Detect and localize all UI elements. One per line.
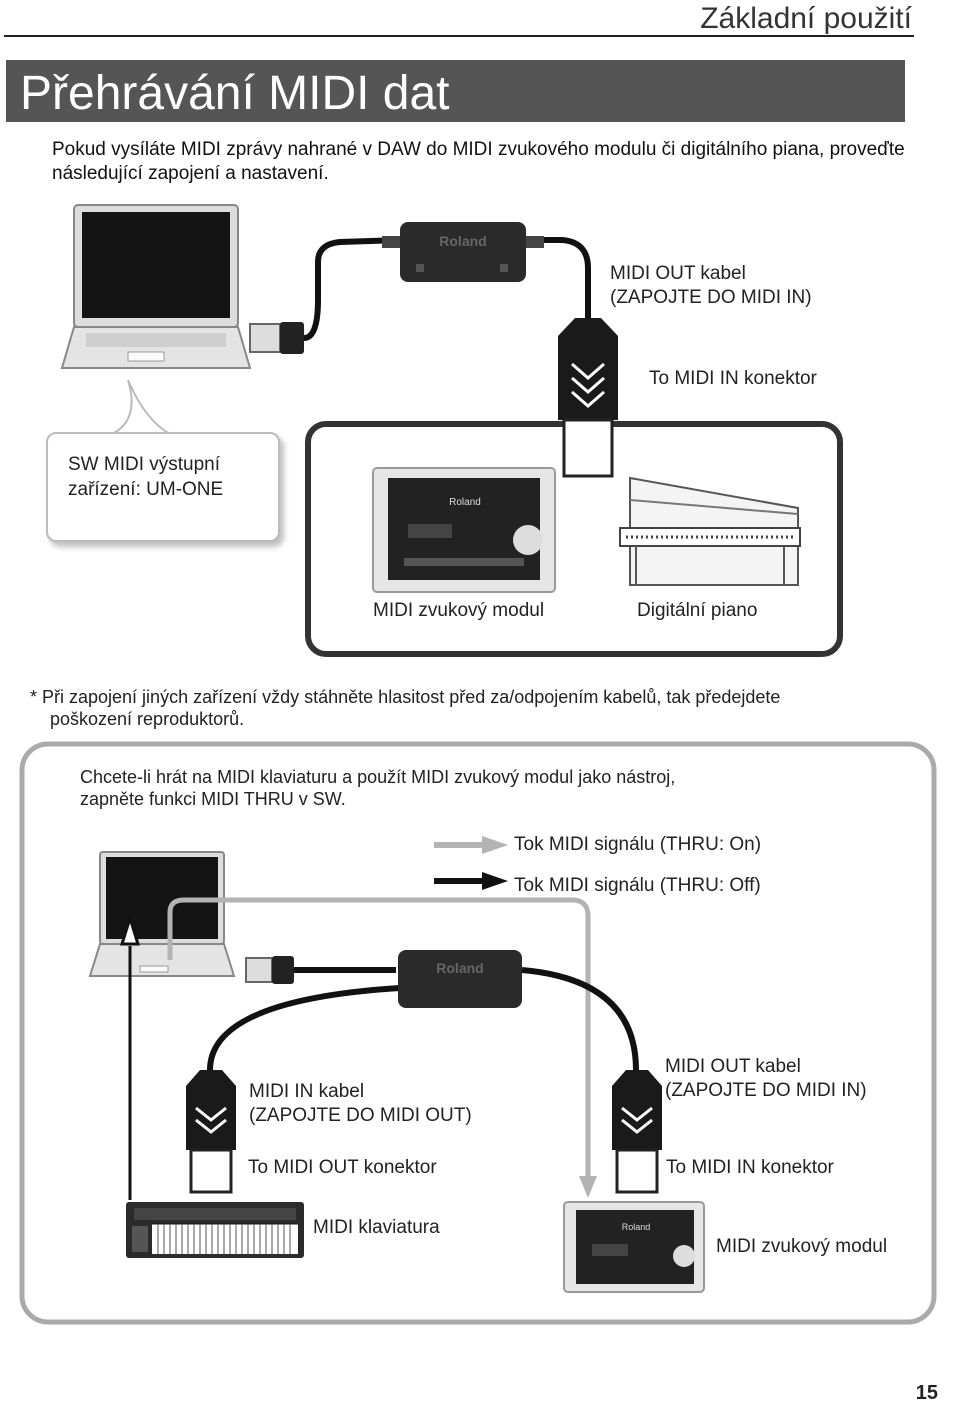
sound-module-label-2: MIDI zvukový modul	[716, 1236, 888, 1257]
brand-logo: Roland	[622, 1222, 651, 1232]
page-title: Přehrávání MIDI dat	[20, 67, 450, 120]
midi-plug-out	[612, 1070, 662, 1194]
brand-logo: Roland	[449, 497, 481, 508]
um-one-interface-2: Roland	[398, 950, 522, 1008]
thru-instruction: Chcete-li hrát na MIDI klaviaturu a použ…	[80, 767, 676, 809]
sound-module-2: Roland	[563, 1201, 705, 1293]
midi-plug-1	[558, 318, 618, 478]
digital-piano	[619, 476, 801, 586]
usb-plug-2	[245, 956, 294, 984]
brand-logo: Roland	[436, 960, 483, 976]
midi-out-cable-label-2: MIDI OUT kabel (ZAPOJTE DO MIDI IN)	[665, 1056, 867, 1101]
bubble-tail	[111, 379, 174, 435]
um-one-interface-1: Roland	[382, 222, 544, 282]
header-rule	[4, 35, 914, 37]
midi-out-cable-label: MIDI OUT kabel (ZAPOJTE DO MIDI IN)	[610, 263, 812, 308]
warning-note: * Při zapojení jiných zařízení vždy stáh…	[30, 687, 781, 729]
sound-module-1: Roland	[372, 467, 556, 593]
usb-plug-1	[249, 322, 304, 354]
to-midi-out-label: To MIDI OUT konektor	[248, 1157, 437, 1178]
bubble-text: SW MIDI výstupní zařízení: UM-ONE	[68, 454, 224, 500]
title-bar: Přehrávání MIDI dat	[6, 60, 905, 122]
midi-in-cable-label: MIDI IN kabel (ZAPOJTE DO MIDI OUT)	[249, 1081, 472, 1126]
laptop-1	[60, 204, 252, 369]
digital-piano-label: Digitální piano	[637, 600, 758, 621]
section-header: Základní použití	[700, 2, 912, 35]
legend-arrow-off	[434, 872, 508, 890]
brand-logo: Roland	[439, 233, 486, 249]
thru-diagram-frame	[19, 741, 937, 1325]
legend-thru-off: Tok MIDI signálu (THRU: Off)	[514, 875, 761, 896]
legend-arrow-on	[434, 836, 508, 854]
laptop-2	[88, 851, 236, 977]
legend-thru-on: Tok MIDI signálu (THRU: On)	[514, 834, 762, 855]
midi-keyboard-label: MIDI klaviatura	[313, 1217, 440, 1238]
to-midi-in-label-2: To MIDI IN konektor	[666, 1157, 834, 1178]
to-midi-in-label: To MIDI IN konektor	[649, 368, 817, 389]
midi-plug-in	[186, 1070, 236, 1194]
intro-text: Pokud vysíláte MIDI zprávy nahrané v DAW…	[52, 139, 905, 184]
sw-midi-output-bubble: SW MIDI výstupní zařízení: UM-ONE	[46, 432, 280, 542]
page-number: 15	[915, 1382, 938, 1404]
midi-keyboard	[126, 1202, 304, 1258]
sound-module-label: MIDI zvukový modul	[373, 600, 545, 621]
